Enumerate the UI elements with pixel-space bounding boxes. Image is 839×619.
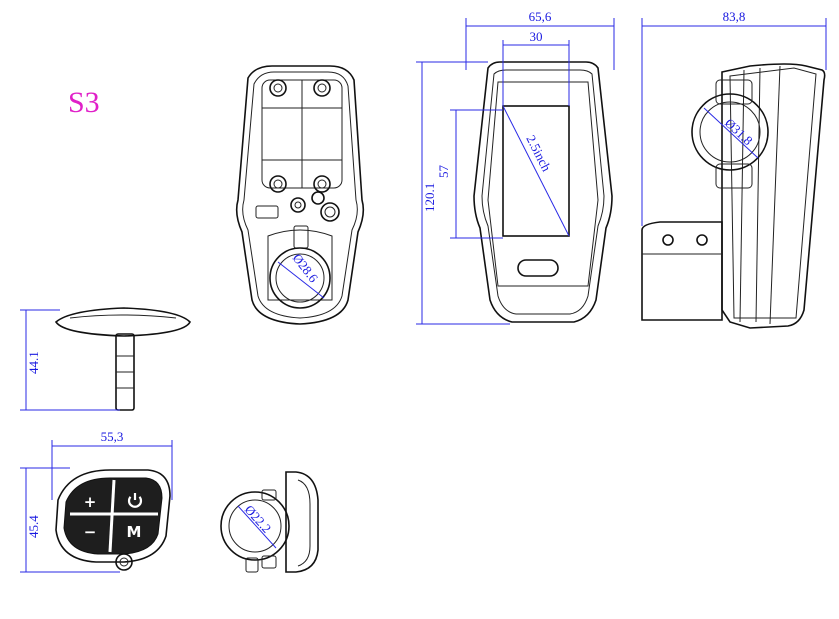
display-front-view: 65,6 30 120.1 57 2.5inch [416, 9, 615, 325]
screen-diagonal-dimension: 2.5inch [523, 133, 554, 175]
display-screen [502, 105, 570, 237]
power-icon [127, 493, 143, 508]
remote-height-dimension: 45.4 [26, 515, 41, 538]
remote-clamp-view: Ø22.2 [220, 471, 319, 573]
screen-width-dimension: 30 [530, 29, 543, 44]
handlebar-clamp [691, 93, 769, 171]
side-depth-dimension: 83,8 [723, 9, 746, 24]
mode-button: M [127, 523, 142, 541]
remote-side-view: 44.1 [20, 307, 191, 411]
remote-clamp-dimension: Ø22.2 [242, 502, 275, 536]
rear-clamp-hole [269, 247, 331, 309]
minus-button: − [84, 523, 97, 541]
remote-width-dimension: 55,3 [101, 429, 124, 444]
clamp-dimension: Ø31.8 [722, 115, 756, 148]
rear-hole-dimension: Ø28.6 [290, 251, 322, 286]
display-height-dimension: 120.1 [422, 183, 437, 212]
remote-side-height-dimension: 44.1 [26, 351, 41, 374]
mount-screw-icon [269, 79, 331, 193]
display-rear-view: Ø28.6 [235, 65, 365, 325]
usb-port [255, 205, 279, 219]
screen-height-dimension: 57 [436, 165, 451, 179]
display-width-dimension: 65,6 [529, 9, 552, 24]
display-side-view: Ø31.8 83,8 [641, 9, 827, 329]
display-button [517, 259, 559, 277]
plus-button: + [84, 493, 97, 511]
remote-front-view: + − M 55,3 45.4 [20, 429, 173, 573]
model-label: S3 [68, 86, 100, 119]
